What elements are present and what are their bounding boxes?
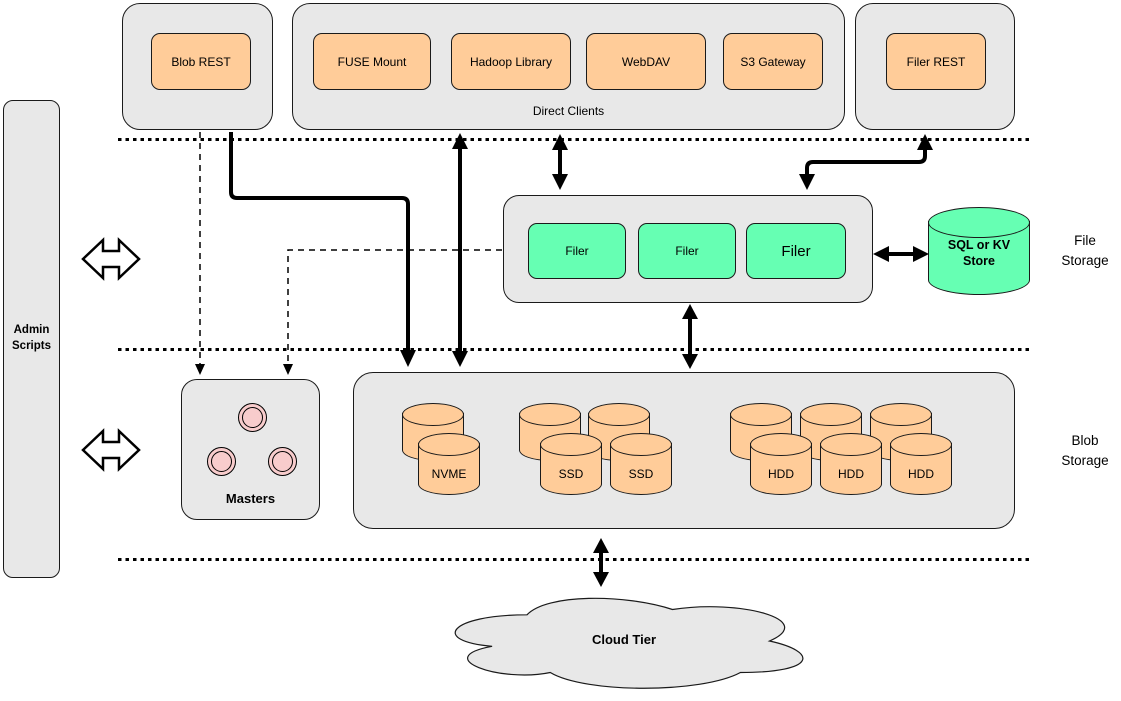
admin-file-storage-arrow xyxy=(81,237,141,281)
hdd-cylinder-1: HDD xyxy=(750,433,812,495)
hadoop-library-label: Hadoop Library xyxy=(469,54,553,69)
filer-rest-label: Filer REST xyxy=(906,54,966,69)
cloud-tier-label: Cloud Tier xyxy=(591,632,657,647)
connector-blobstore-cloud xyxy=(593,538,609,587)
ssd-label-2: SSD xyxy=(628,467,654,481)
masters-label: Masters xyxy=(225,491,276,506)
filer-rest-group: Filer REST xyxy=(855,3,1015,130)
masters-group: Masters xyxy=(181,379,320,520)
filer-group: Filer Filer Filer xyxy=(503,195,873,303)
kv-store-cylinder: SQL or KV Store xyxy=(928,207,1030,295)
filer-label-1: Filer xyxy=(565,244,589,258)
connector-filer-kvstore xyxy=(873,246,929,262)
master-node-3 xyxy=(268,447,297,476)
kv-store-label: SQL or KV Store xyxy=(947,238,1011,269)
master-node-2 xyxy=(207,447,236,476)
connector-blobrest-masters xyxy=(195,132,205,375)
ssd-label-1: SSD xyxy=(558,467,584,481)
hdd-cylinder-2: HDD xyxy=(820,433,882,495)
filer-label-2: Filer xyxy=(675,244,699,258)
blob-rest-group: Blob REST xyxy=(122,3,273,130)
admin-scripts-bar: Admin Scripts xyxy=(3,100,60,578)
filer-node-1: Filer xyxy=(528,223,626,279)
direct-clients-title: Direct Clients xyxy=(532,104,605,118)
ssd-cylinder-2: SSD xyxy=(610,433,672,495)
hadoop-library-node: Hadoop Library xyxy=(451,33,571,90)
webdav-label: WebDAV xyxy=(621,54,671,69)
fuse-mount-node: FUSE Mount xyxy=(313,33,431,90)
connector-clients-blobstore xyxy=(452,133,468,367)
master-node-1-inner xyxy=(242,407,263,428)
file-storage-section-label: File Storage xyxy=(1061,233,1109,268)
hdd-label-2: HDD xyxy=(838,467,864,481)
s3-gateway-node: S3 Gateway xyxy=(723,33,823,90)
hdd-label-3: HDD xyxy=(908,467,934,481)
connector-filer-masters xyxy=(283,249,502,375)
cloud-shape xyxy=(454,597,804,689)
hdd-label-1: HDD xyxy=(768,467,794,481)
connector-blobrest-blobstore xyxy=(229,132,416,367)
direct-clients-group: FUSE Mount Hadoop Library WebDAV S3 Gate… xyxy=(292,3,845,130)
connector-clients-filer xyxy=(552,134,568,190)
tier-separator-bottom xyxy=(118,558,1030,561)
connector-filer-blobstore xyxy=(682,304,698,369)
nvme-label: NVME xyxy=(431,467,467,481)
s3-gateway-label: S3 Gateway xyxy=(740,54,806,69)
filer-node-3: Filer xyxy=(746,223,846,279)
filer-rest-node: Filer REST xyxy=(886,33,986,90)
blob-rest-label: Blob REST xyxy=(171,54,231,69)
ssd-cylinder-1: SSD xyxy=(540,433,602,495)
master-node-3-inner xyxy=(272,451,293,472)
filer-label-3: Filer xyxy=(781,242,811,260)
nvme-cylinder: NVME xyxy=(418,433,480,495)
admin-scripts-label: Admin Scripts xyxy=(12,324,51,352)
blob-rest-node: Blob REST xyxy=(151,33,251,90)
webdav-node: WebDAV xyxy=(586,33,706,90)
fuse-mount-label: FUSE Mount xyxy=(337,54,407,69)
hdd-cylinder-3: HDD xyxy=(890,433,952,495)
connector-filerrest-filer xyxy=(799,134,933,190)
filer-node-2: Filer xyxy=(638,223,736,279)
admin-blob-storage-arrow xyxy=(81,428,141,472)
cloud-tier-node: Cloud Tier xyxy=(429,587,819,697)
master-node-1 xyxy=(238,403,267,432)
tier-separator-top xyxy=(118,138,1030,141)
master-node-2-inner xyxy=(211,451,232,472)
blob-storage-section-label: Blob Storage xyxy=(1061,433,1109,468)
tier-separator-middle xyxy=(118,348,1030,351)
